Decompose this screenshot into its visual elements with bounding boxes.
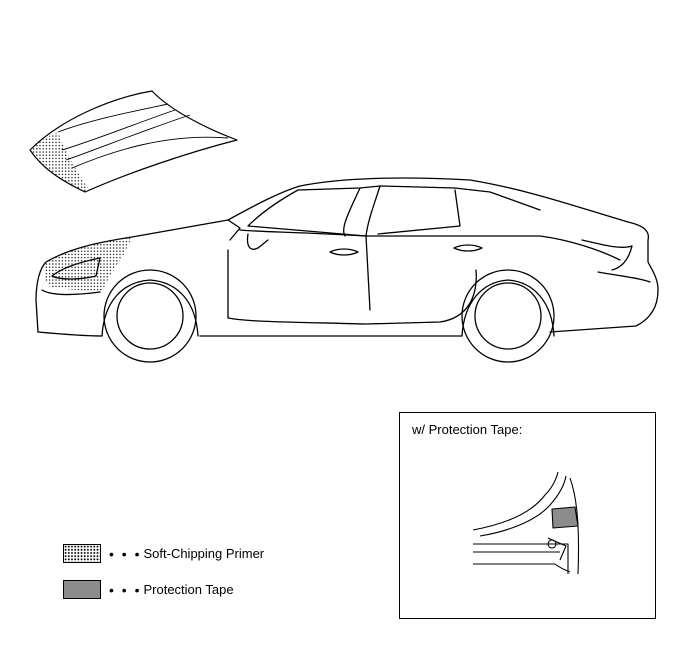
inset-detail-drawing <box>472 471 580 575</box>
inset-title: w/ Protection Tape: <box>412 422 523 437</box>
legend-item-protection-tape: • • • Protection Tape <box>63 580 234 599</box>
legend-label-protection-tape: Protection Tape <box>143 582 234 597</box>
legend-item-soft-chipping-primer: • • • Soft-Chipping Primer <box>63 544 264 563</box>
legend-leader-dots: • • • <box>109 581 142 598</box>
hood-panel <box>29 90 238 193</box>
inset-box-protection-tape: w/ Protection Tape: <box>399 412 656 619</box>
inset-protection-tape <box>551 506 579 529</box>
legend-leader-dots: • • • <box>109 545 142 562</box>
hood-primer-area <box>30 132 88 192</box>
dotted-swatch-icon <box>63 544 101 563</box>
gray-swatch-icon <box>63 580 101 599</box>
car-body <box>35 177 659 363</box>
legend-label-soft-chipping-primer: Soft-Chipping Primer <box>143 546 265 561</box>
